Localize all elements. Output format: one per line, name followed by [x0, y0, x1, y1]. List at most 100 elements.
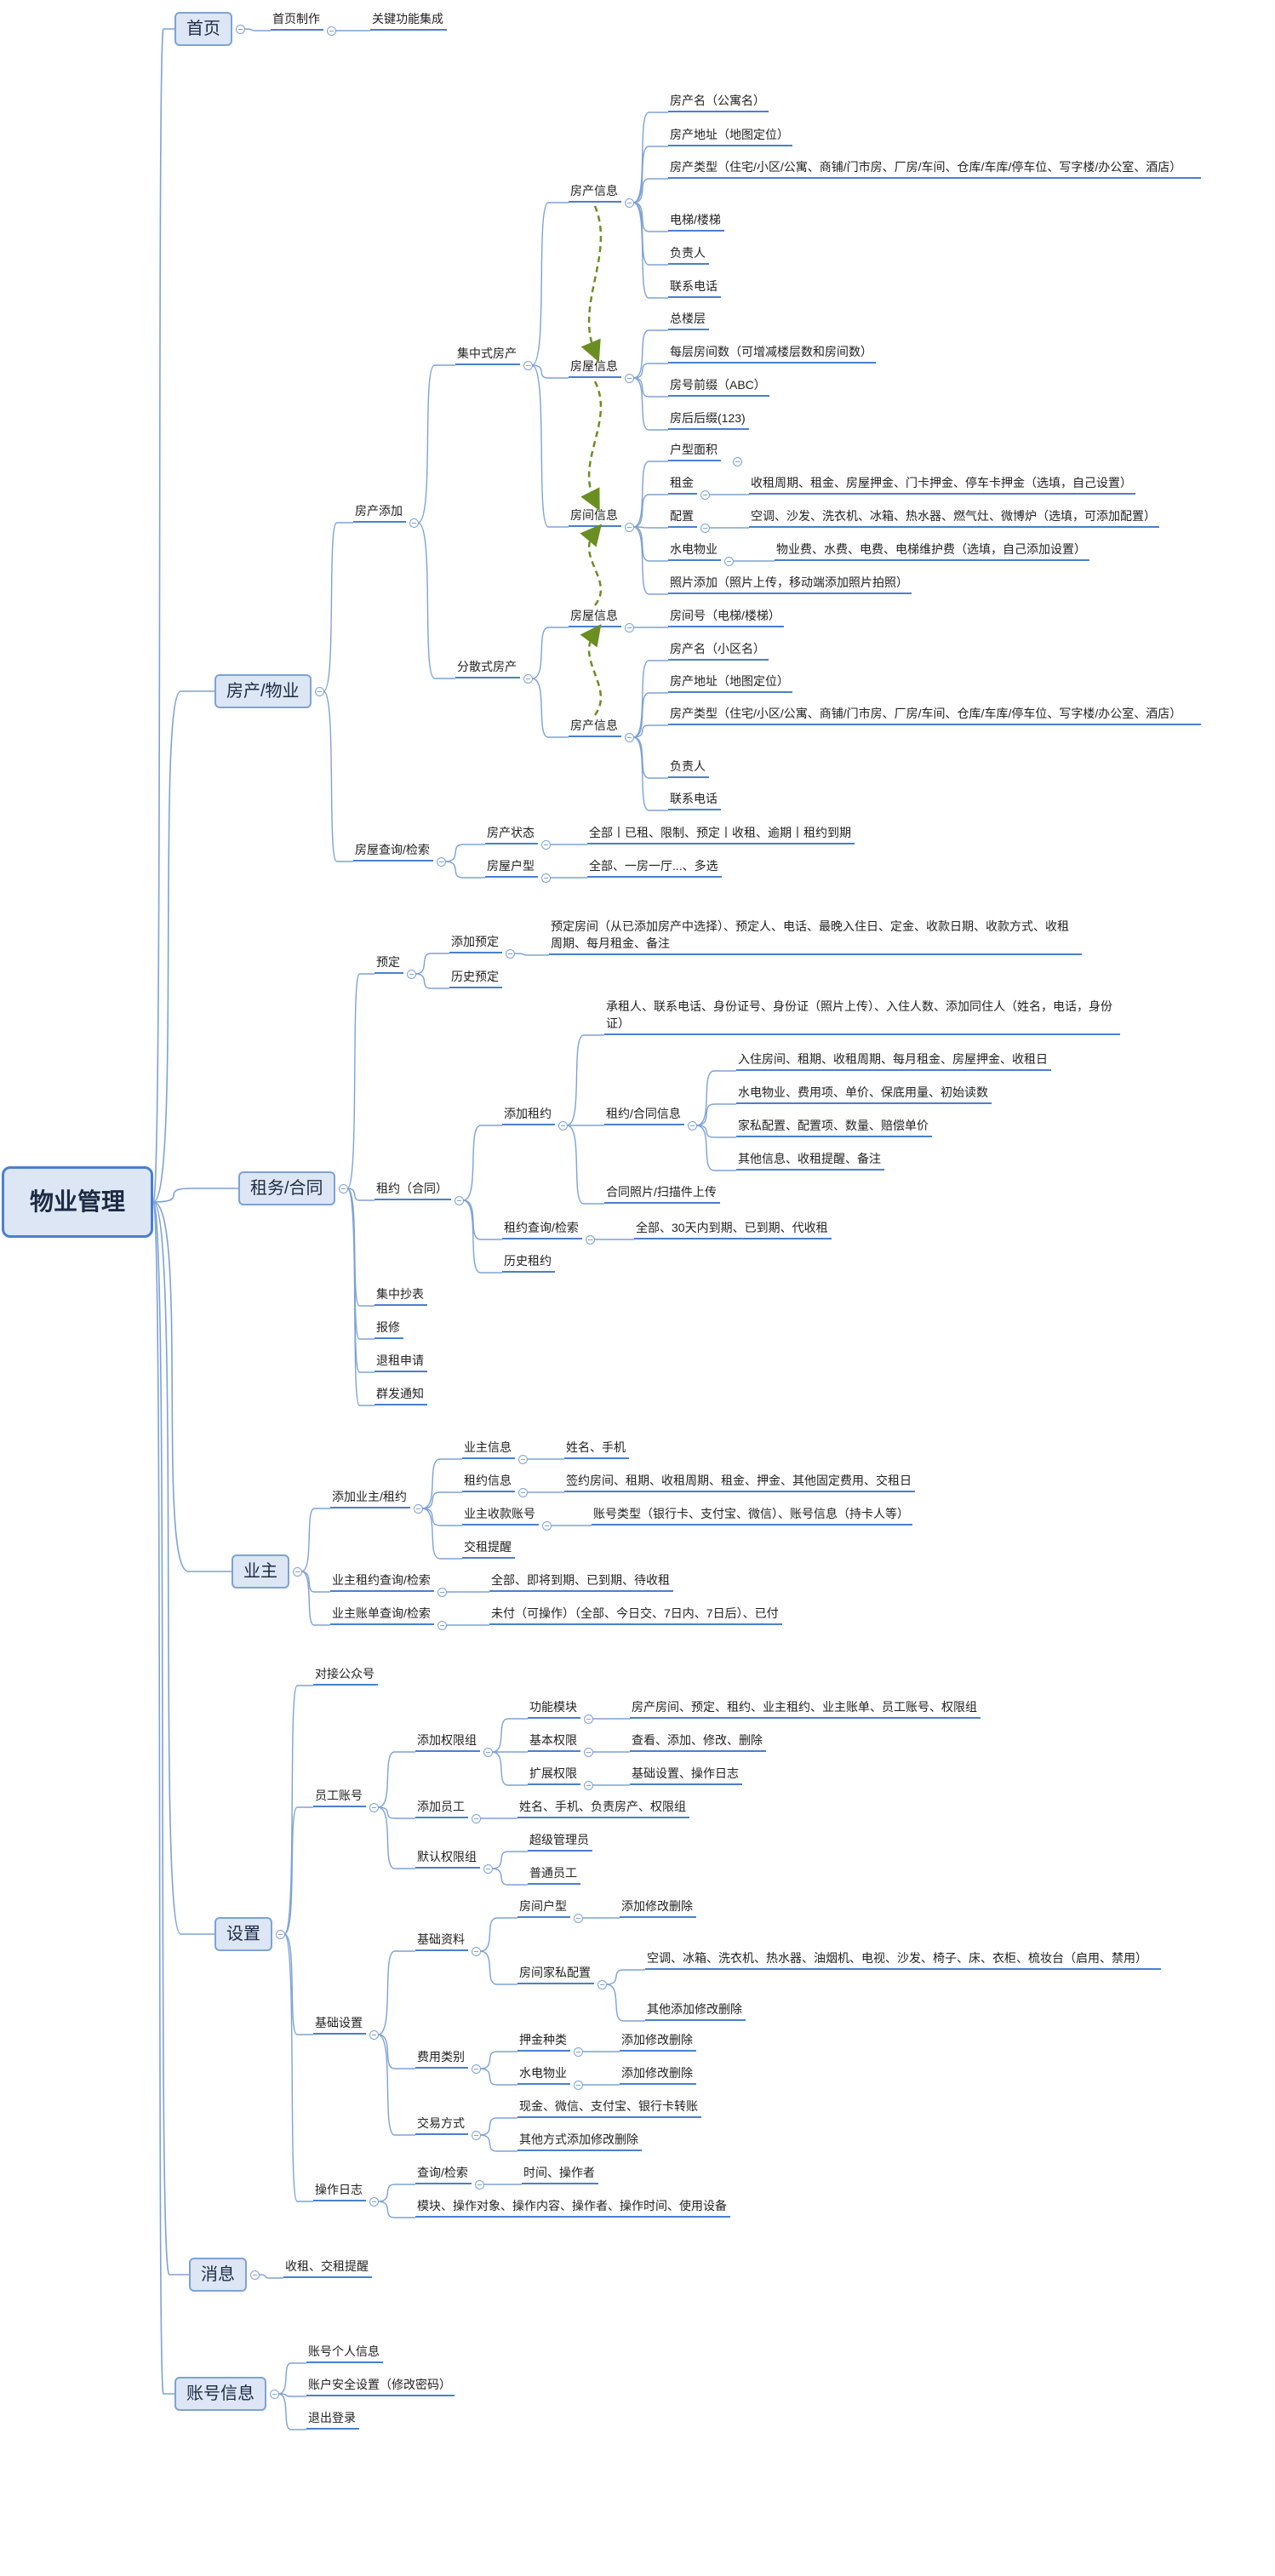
node-对接公众号[interactable]: 对接公众号: [313, 1665, 378, 1686]
collapse-toggle-icon[interactable]: [584, 1781, 593, 1790]
node-房产信息[interactable]: 房产信息: [569, 717, 621, 737]
node-基础资料[interactable]: 基础资料: [415, 1931, 468, 1951]
node-签约房间-租期-收租周期-租金-押金-其他固定费[interactable]: 签约房间、租期、收租周期、租金、押金、其他固定费用、交租日: [564, 1472, 915, 1492]
topic-home[interactable]: 首页: [174, 12, 232, 46]
node-添加权限组[interactable]: 添加权限组: [415, 1732, 480, 1752]
node-租约-合同[interactable]: 租约（合同）: [374, 1180, 451, 1200]
node-业主租约查询-检索[interactable]: 业主租约查询/检索: [330, 1571, 434, 1592]
node-联系电话[interactable]: 联系电话: [668, 790, 721, 810]
collapse-toggle-icon[interactable]: [276, 1930, 285, 1939]
node-交租提醒[interactable]: 交租提醒: [462, 1538, 515, 1559]
collapse-toggle-icon[interactable]: [455, 1196, 464, 1205]
root-node[interactable]: 物业管理: [2, 1166, 154, 1238]
node-全部-即将到期-已到期-待收租[interactable]: 全部、即将到期、已到期、待收租: [489, 1571, 673, 1592]
node-水电物业[interactable]: 水电物业: [668, 541, 721, 561]
node-房产状态[interactable]: 房产状态: [485, 824, 538, 844]
collapse-toggle-icon[interactable]: [339, 1184, 348, 1194]
collapse-toggle-icon[interactable]: [625, 523, 634, 532]
collapse-toggle-icon[interactable]: [250, 2270, 260, 2280]
node-全部丨已租-限制-预定丨收租-逾期丨租约到期[interactable]: 全部丨已租、限制、预定丨收租、逾期丨租约到期: [587, 824, 855, 844]
collapse-toggle-icon[interactable]: [293, 1567, 302, 1577]
collapse-toggle-icon[interactable]: [558, 1121, 568, 1131]
node-历史租约[interactable]: 历史租约: [502, 1252, 555, 1273]
node-房产名-公寓名[interactable]: 房产名（公寓名）: [668, 92, 769, 112]
collapse-toggle-icon[interactable]: [270, 2390, 279, 2399]
collapse-toggle-icon[interactable]: [574, 2047, 583, 2057]
topic-property[interactable]: 房产/物业: [214, 674, 312, 708]
collapse-toggle-icon[interactable]: [518, 1455, 528, 1464]
node-模块-操作对象-操作内容-操作者-操作时间-使用[interactable]: 模块、操作对象、操作内容、操作者、操作时间、使用设备: [415, 2197, 730, 2218]
collapse-toggle-icon[interactable]: [369, 1803, 379, 1812]
node-集中式房产[interactable]: 集中式房产: [455, 345, 520, 365]
node-房屋户型[interactable]: 房屋户型: [485, 857, 538, 878]
node-功能模块[interactable]: 功能模块: [528, 1698, 580, 1719]
collapse-toggle-icon[interactable]: [625, 374, 634, 383]
node-普通员工[interactable]: 普通员工: [528, 1864, 580, 1885]
node-业主收款账号[interactable]: 业主收款账号: [462, 1505, 539, 1526]
node-业主账单查询-检索[interactable]: 业主账单查询/检索: [330, 1605, 434, 1625]
node-水电物业-费用项-单价-保底用量-初始读数[interactable]: 水电物业、费用项、单价、保底用量、初始读数: [736, 1084, 992, 1104]
node-添加修改删除[interactable]: 添加修改删除: [620, 2031, 696, 2052]
node-添加修改删除[interactable]: 添加修改删除: [620, 1898, 696, 1918]
node-其他添加修改删除[interactable]: 其他添加修改删除: [645, 2001, 746, 2021]
collapse-toggle-icon[interactable]: [523, 674, 533, 684]
node-姓名-手机-负责房产-权限组[interactable]: 姓名、手机、负责房产、权限组: [517, 1798, 689, 1818]
collapse-toggle-icon[interactable]: [369, 2030, 379, 2040]
node-预定房间-从已添加房产中选择-预定人-电话-最晚[interactable]: 预定房间（从已添加房产中选择）、预定人、电话、最晚入住日、定金、收款日期、收款方…: [549, 918, 1082, 955]
collapse-toggle-icon[interactable]: [518, 1488, 528, 1497]
node-交易方式[interactable]: 交易方式: [415, 2115, 468, 2135]
node-群发通知[interactable]: 群发通知: [374, 1385, 427, 1405]
node-房屋信息[interactable]: 房屋信息: [569, 607, 621, 627]
collapse-toggle-icon[interactable]: [475, 2180, 484, 2190]
node-报修[interactable]: 报修: [374, 1319, 403, 1339]
collapse-toggle-icon[interactable]: [586, 1235, 595, 1245]
node-全部-30天内到期-已到期-代收租[interactable]: 全部、30天内到期、已到期、代收租: [634, 1219, 832, 1239]
collapse-toggle-icon[interactable]: [688, 1121, 697, 1131]
node-房间家私配置[interactable]: 房间家私配置: [517, 1964, 594, 1984]
collapse-toggle-icon[interactable]: [574, 1914, 583, 1923]
node-退出登录[interactable]: 退出登录: [306, 2409, 359, 2430]
node-配置[interactable]: 配置: [668, 507, 697, 528]
collapse-toggle-icon[interactable]: [625, 198, 634, 208]
topic-lease[interactable]: 租务/合同: [238, 1171, 335, 1205]
collapse-toggle-icon[interactable]: [236, 25, 245, 34]
node-默认权限组[interactable]: 默认权限组: [415, 1848, 480, 1869]
collapse-toggle-icon[interactable]: [733, 457, 742, 467]
node-添加修改删除[interactable]: 添加修改删除: [620, 2064, 696, 2085]
collapse-toggle-icon[interactable]: [625, 733, 634, 742]
node-房后后缀-123[interactable]: 房后后缀(123): [668, 409, 749, 430]
node-租约-合同信息[interactable]: 租约/合同信息: [604, 1105, 684, 1125]
node-添加租约[interactable]: 添加租约: [502, 1105, 555, 1125]
collapse-toggle-icon[interactable]: [541, 840, 551, 850]
node-户型面积[interactable]: 户型面积: [668, 441, 721, 461]
node-房产地址-地图定位[interactable]: 房产地址（地图定位）: [668, 673, 792, 693]
node-房产信息[interactable]: 房产信息: [569, 182, 621, 203]
node-房产房间-预定-租约-业主租约-业主账单-员工账[interactable]: 房产房间、预定、租约、业主租约、业主账单、员工账号、权限组: [630, 1698, 981, 1719]
node-房间户型[interactable]: 房间户型: [517, 1898, 570, 1918]
node-租约查询-检索[interactable]: 租约查询/检索: [502, 1219, 582, 1239]
collapse-toggle-icon[interactable]: [437, 1588, 447, 1597]
node-员工账号[interactable]: 员工账号: [313, 1787, 366, 1807]
node-现金-微信-支付宝-银行卡转账[interactable]: 现金、微信、支付宝、银行卡转账: [517, 2098, 701, 2118]
topic-account[interactable]: 账号信息: [174, 2377, 266, 2411]
node-费用类别[interactable]: 费用类别: [415, 2048, 468, 2069]
collapse-toggle-icon[interactable]: [584, 1748, 593, 1757]
node-操作日志[interactable]: 操作日志: [313, 2181, 366, 2201]
node-房产类型-住宅-小区-公寓-商铺-门市房-厂房-[interactable]: 房产类型（住宅/小区/公寓、商铺/门市房、厂房/车间、仓库/车库/停车位、写字楼…: [668, 705, 1201, 725]
node-租约信息[interactable]: 租约信息: [462, 1472, 515, 1492]
collapse-toggle-icon[interactable]: [315, 687, 324, 696]
node-租金[interactable]: 租金: [668, 474, 697, 495]
node-历史预定[interactable]: 历史预定: [449, 968, 502, 988]
node-房产添加[interactable]: 房产添加: [353, 502, 406, 523]
collapse-toggle-icon[interactable]: [369, 2197, 379, 2207]
collapse-toggle-icon[interactable]: [724, 557, 734, 566]
node-退租申请[interactable]: 退租申请: [374, 1352, 427, 1372]
node-姓名-手机[interactable]: 姓名、手机: [564, 1439, 629, 1459]
node-集中抄表[interactable]: 集中抄表: [374, 1285, 427, 1306]
node-业主信息[interactable]: 业主信息: [462, 1439, 515, 1459]
node-合同照片-扫描件上传[interactable]: 合同照片/扫描件上传: [604, 1183, 720, 1204]
node-关键功能集成[interactable]: 关键功能集成: [370, 10, 447, 31]
node-电梯-楼梯[interactable]: 电梯/楼梯: [668, 211, 724, 232]
collapse-toggle-icon[interactable]: [700, 524, 710, 533]
collapse-toggle-icon[interactable]: [437, 857, 446, 867]
